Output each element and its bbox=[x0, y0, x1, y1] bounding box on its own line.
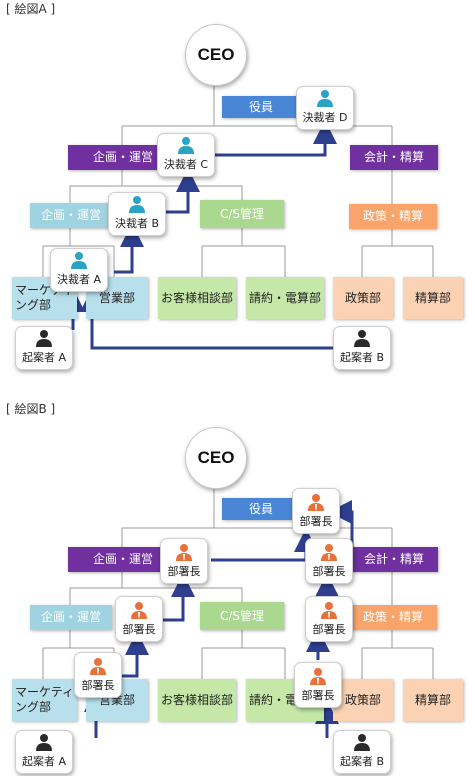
person-icon bbox=[36, 734, 52, 751]
ceo-node: CEO bbox=[185, 24, 247, 86]
exec-box: 役員 bbox=[222, 96, 300, 118]
manager-icon bbox=[90, 658, 106, 675]
settle-dept-box: 精算部 bbox=[403, 679, 463, 721]
customer-box: お客様相談部 bbox=[158, 679, 236, 721]
org-lines-b bbox=[42, 487, 434, 679]
dept-head-label: 部署長 bbox=[301, 689, 335, 702]
drafter-b-label: 起案者 B bbox=[339, 755, 385, 768]
plan-ops-sub-box: 企画・運営 bbox=[30, 203, 112, 228]
caption-b: [ 絵図B ] bbox=[6, 402, 56, 416]
approver-b-card: 決裁者 B bbox=[108, 192, 166, 236]
approver-d-card: 決裁者 D bbox=[296, 86, 354, 130]
person-icon bbox=[36, 330, 52, 347]
drafter-b-label: 起案者 B bbox=[339, 351, 385, 364]
dept-head-card: 部署長 bbox=[294, 662, 342, 708]
approver-b-label: 決裁者 B bbox=[114, 217, 160, 230]
dept-head-label: 部署長 bbox=[312, 623, 346, 636]
person-icon bbox=[71, 252, 87, 269]
drafter-a-card: 起案者 A bbox=[15, 730, 73, 774]
manager-icon bbox=[310, 668, 326, 685]
person-icon bbox=[317, 90, 333, 107]
dept-head-card: 部署長 bbox=[160, 538, 208, 584]
drafter-a-label: 起案者 A bbox=[21, 755, 67, 768]
drafter-a-label: 起案者 A bbox=[21, 351, 67, 364]
org-lines-a bbox=[42, 84, 434, 277]
manager-icon bbox=[321, 544, 337, 561]
plan-ops-sub-box: 企画・運営 bbox=[30, 605, 112, 630]
manager-icon bbox=[131, 602, 147, 619]
policy-settle-box: 政策・精算 bbox=[349, 204, 437, 229]
policy-settle-box: 政策・精算 bbox=[349, 605, 437, 630]
accounting-box: 会計・精算 bbox=[350, 547, 438, 572]
dept-head-card: 部署長 bbox=[115, 596, 163, 642]
manager-icon bbox=[321, 602, 337, 619]
contract-box: 請約・電算部 bbox=[246, 277, 324, 319]
policy-dept-box: 政策部 bbox=[333, 277, 393, 319]
marketing-box: マーケティング部 bbox=[12, 679, 77, 721]
manager-icon bbox=[308, 494, 324, 511]
approver-a-card: 決裁者 A bbox=[50, 248, 108, 292]
drafter-b-card: 起案者 B bbox=[333, 730, 391, 774]
person-icon bbox=[354, 330, 370, 347]
caption-a: [ 絵図A ] bbox=[6, 2, 56, 16]
dept-head-label: 部署長 bbox=[81, 679, 115, 692]
cs-mgmt-box: C/S管理 bbox=[200, 602, 284, 630]
approver-c-label: 決裁者 C bbox=[163, 158, 209, 171]
approver-d-label: 決裁者 D bbox=[302, 111, 348, 124]
exec-box: 役員 bbox=[222, 498, 300, 520]
dept-head-label: 部署長 bbox=[167, 565, 201, 578]
cs-mgmt-box: C/S管理 bbox=[200, 200, 284, 228]
approver-c-card: 決裁者 C bbox=[157, 133, 215, 177]
ceo-node: CEO bbox=[185, 427, 247, 489]
dept-head-label: 部署長 bbox=[122, 623, 156, 636]
drafter-a-card: 起案者 A bbox=[15, 326, 73, 370]
dept-head-card: 部署長 bbox=[305, 538, 353, 584]
plan-ops-box: 企画・運営 bbox=[68, 547, 178, 572]
customer-box: お客様相談部 bbox=[158, 277, 236, 319]
dept-head-label: 部署長 bbox=[299, 515, 333, 528]
person-icon bbox=[354, 734, 370, 751]
drafter-b-card: 起案者 B bbox=[333, 326, 391, 370]
person-icon bbox=[178, 137, 194, 154]
policy-dept-box: 政策部 bbox=[333, 679, 393, 721]
approver-a-label: 決裁者 A bbox=[56, 273, 102, 286]
dept-head-label: 部署長 bbox=[312, 565, 346, 578]
accounting-box: 会計・精算 bbox=[350, 145, 438, 170]
dept-head-card: 部署長 bbox=[292, 488, 340, 534]
settle-dept-box: 精算部 bbox=[403, 277, 463, 319]
dept-head-card: 部署長 bbox=[305, 596, 353, 642]
person-icon bbox=[129, 196, 145, 213]
manager-icon bbox=[176, 544, 192, 561]
marketing-box: マーケティング部 bbox=[12, 277, 77, 319]
dept-head-card: 部署長 bbox=[74, 652, 122, 698]
